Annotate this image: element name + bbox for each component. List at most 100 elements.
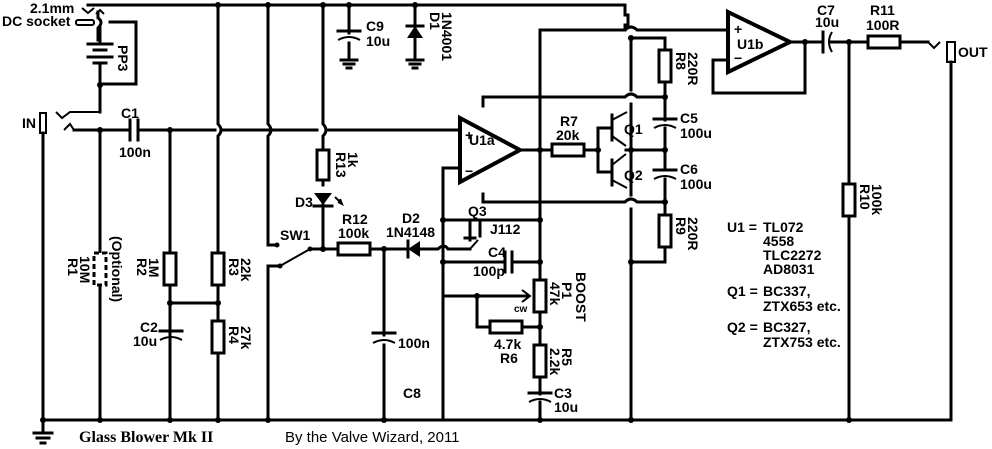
svg-text:C6: C6 xyxy=(680,161,698,177)
crossing-wires xyxy=(215,2,328,422)
svg-text:R12: R12 xyxy=(342,211,368,227)
svg-text:(Optional): (Optional) xyxy=(109,236,125,302)
svg-text:100p: 100p xyxy=(473,263,505,279)
svg-text:R11: R11 xyxy=(870,2,895,18)
svg-text:27k: 27k xyxy=(238,326,254,350)
svg-text:4.7k: 4.7k xyxy=(494,336,521,352)
battery-label: PP3 xyxy=(115,45,131,72)
svg-text:100k: 100k xyxy=(869,184,885,215)
svg-text:C1: C1 xyxy=(121,105,139,121)
svg-text:Q1 =: Q1 = xyxy=(727,283,758,299)
svg-text:Q1: Q1 xyxy=(624,121,643,137)
svg-text:4558: 4558 xyxy=(763,233,794,249)
output-jack xyxy=(946,41,956,422)
svg-text:10u: 10u xyxy=(133,333,157,349)
svg-text:−: − xyxy=(465,163,473,179)
svg-text:R2: R2 xyxy=(134,258,150,276)
resistor-r6 xyxy=(475,294,543,335)
diode-d1 xyxy=(405,2,425,70)
svg-text:R5: R5 xyxy=(559,348,575,366)
svg-text:10M: 10M xyxy=(77,256,93,283)
svg-text:C4: C4 xyxy=(488,244,506,260)
svg-text:Q2: Q2 xyxy=(624,167,643,183)
ground-rail xyxy=(32,417,953,445)
resistor-r1 xyxy=(92,128,108,422)
capacitor-c5 xyxy=(652,117,678,172)
svg-text:SW1: SW1 xyxy=(280,227,311,243)
output-label: OUT xyxy=(958,44,988,60)
capacitor-c8 xyxy=(371,247,397,422)
svg-text:U1a: U1a xyxy=(469,132,495,148)
resistor-r3 xyxy=(210,251,226,287)
svg-text:ZTX653 etc.: ZTX653 etc. xyxy=(763,298,841,314)
resistor-r12 xyxy=(336,241,410,257)
svg-text:1k: 1k xyxy=(345,152,361,168)
transistor-q1 xyxy=(596,111,628,174)
signal-input-line xyxy=(72,118,460,142)
diagram-credit: By the Valve Wizard, 2011 xyxy=(285,429,460,446)
svg-text:C7: C7 xyxy=(817,2,835,18)
svg-text:+: + xyxy=(734,21,742,37)
svg-text:1M: 1M xyxy=(146,258,162,277)
svg-text:47k: 47k xyxy=(547,282,563,306)
svg-text:C9: C9 xyxy=(366,18,384,34)
switch-sw1 xyxy=(266,242,340,422)
svg-text:BC327,: BC327, xyxy=(763,319,810,335)
svg-text:R9: R9 xyxy=(673,217,689,235)
svg-text:U1 =: U1 = xyxy=(727,219,757,235)
svg-text:TLC2272: TLC2272 xyxy=(763,247,822,263)
svg-text:100k: 100k xyxy=(338,225,369,241)
svg-text:C3: C3 xyxy=(554,385,572,401)
resistor-r11 xyxy=(866,34,941,50)
dc-socket-label-1: 2.1mm xyxy=(30,0,74,16)
opamp-u1b: + − xyxy=(711,8,825,95)
svg-text:R6: R6 xyxy=(500,350,518,366)
svg-text:R4: R4 xyxy=(226,326,242,344)
svg-text:D3: D3 xyxy=(295,194,313,210)
svg-text:P1: P1 xyxy=(559,282,575,299)
input-label: IN xyxy=(22,115,36,131)
battery-pp3: PP3 xyxy=(86,26,131,114)
output-stage-bus xyxy=(481,13,722,422)
capacitor-c2 xyxy=(158,300,220,341)
svg-text:TL072: TL072 xyxy=(763,219,804,235)
svg-text:R7: R7 xyxy=(560,113,578,129)
power-rail xyxy=(81,3,627,42)
dc-socket-label-2: DC socket xyxy=(2,13,71,29)
svg-text:100u: 100u xyxy=(680,176,712,192)
svg-text:D1: D1 xyxy=(427,12,443,30)
svg-text:220R: 220R xyxy=(685,52,701,85)
svg-text:Q2 =: Q2 = xyxy=(727,319,758,335)
svg-text:22k: 22k xyxy=(238,258,254,282)
svg-text:cw: cw xyxy=(514,304,528,315)
capacitor-c3 xyxy=(527,391,553,403)
svg-text:R10: R10 xyxy=(857,184,873,210)
svg-text:2.2k: 2.2k xyxy=(547,348,563,375)
svg-text:100R: 100R xyxy=(866,17,899,33)
svg-text:20k: 20k xyxy=(556,127,580,143)
parts-notes: U1 = TL072 4558 TLC2272 AD8031 Q1 = BC33… xyxy=(727,219,841,350)
svg-text:R3: R3 xyxy=(226,258,242,276)
svg-text:U1b: U1b xyxy=(737,36,763,52)
svg-text:10u: 10u xyxy=(815,14,839,30)
svg-text:+: + xyxy=(465,127,473,143)
svg-text:10u: 10u xyxy=(554,399,578,415)
svg-text:Q3: Q3 xyxy=(468,203,487,219)
svg-text:R1: R1 xyxy=(65,258,81,276)
svg-text:R8: R8 xyxy=(673,52,689,70)
svg-text:100u: 100u xyxy=(680,125,712,141)
svg-text:1N4001: 1N4001 xyxy=(439,12,455,61)
svg-text:C5: C5 xyxy=(680,110,698,126)
resistor-r13 xyxy=(315,148,331,251)
svg-text:BC337,: BC337, xyxy=(763,283,810,299)
svg-text:220R: 220R xyxy=(685,217,701,250)
svg-text:−: − xyxy=(734,50,742,66)
svg-text:1N4148: 1N4148 xyxy=(386,224,435,240)
svg-text:AD8031: AD8031 xyxy=(763,261,815,277)
svg-text:10u: 10u xyxy=(366,33,390,49)
transistor-q2 xyxy=(610,153,628,189)
svg-text:BOOST: BOOST xyxy=(573,272,589,322)
svg-text:100n: 100n xyxy=(119,144,151,160)
